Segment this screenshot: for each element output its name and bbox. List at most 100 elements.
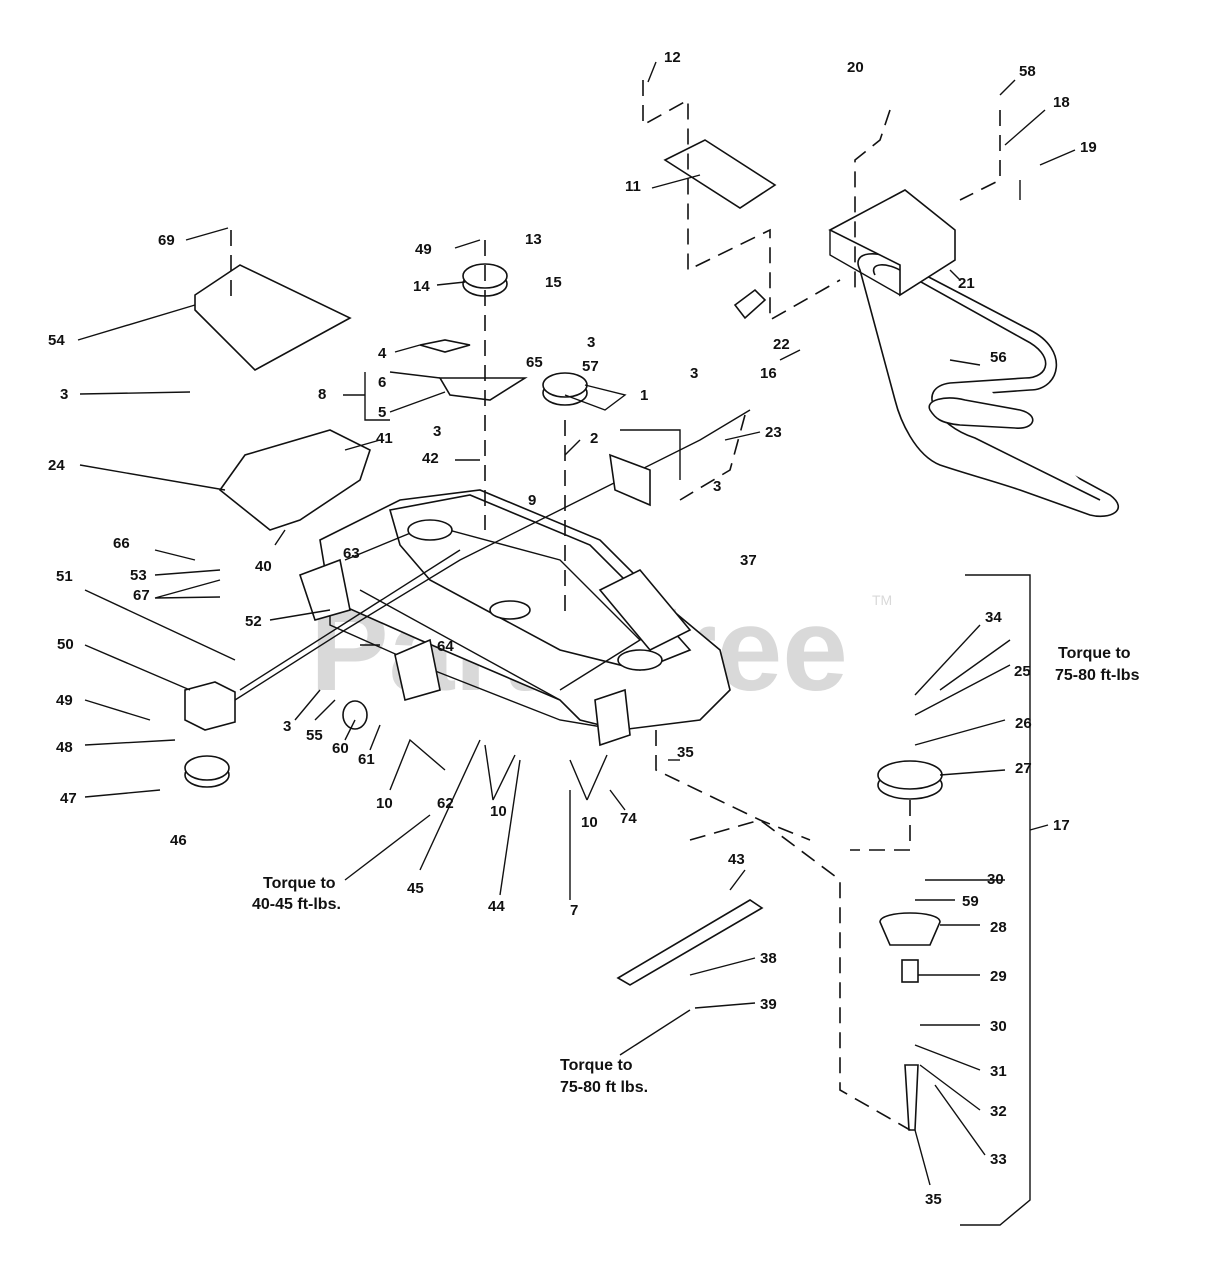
callout-6: 6 (378, 374, 386, 391)
leader-lines (77, 61, 1076, 1186)
callout-23: 23 (765, 424, 782, 441)
callout-10b: 10 (490, 803, 507, 820)
callout-16: 16 (760, 365, 777, 382)
torque-note-40-line2: 40-45 ft-lbs. (252, 896, 341, 913)
callout-62: 62 (437, 795, 454, 812)
torque-note-75a-line2: 75-80 ft-lbs (1055, 667, 1140, 684)
callout-27: 27 (1015, 760, 1032, 777)
callout-42: 42 (422, 450, 439, 467)
callout-74: 74 (620, 810, 637, 827)
callout-64: 64 (437, 638, 454, 655)
callout-8: 8 (318, 386, 326, 403)
callout-32: 32 (990, 1103, 1007, 1120)
callout-1: 1 (640, 387, 648, 404)
callout-9: 9 (528, 492, 536, 509)
spindle-shaft-33 (904, 1064, 919, 1131)
callout-10c: 10 (581, 814, 598, 831)
callout-63: 63 (343, 545, 360, 562)
callout-57: 57 (582, 358, 599, 375)
callout-18: 18 (1053, 94, 1070, 111)
callout-3d: 3 (433, 423, 441, 440)
callout-59: 59 (962, 893, 979, 910)
callout-67: 67 (133, 587, 150, 604)
callout-21: 21 (958, 275, 975, 292)
callout-20: 20 (847, 59, 864, 76)
callout-60: 60 (332, 740, 349, 757)
callout-29: 29 (990, 968, 1007, 985)
idler-arm-16 (733, 288, 767, 320)
callout-65: 65 (526, 354, 543, 371)
callout-44: 44 (488, 898, 505, 915)
callout-49a: 49 (415, 241, 432, 258)
cover-21 (828, 189, 956, 297)
callout-3e: 3 (713, 478, 721, 495)
callout-51: 51 (56, 568, 73, 585)
callout-12: 12 (664, 49, 681, 66)
callout-13: 13 (525, 231, 542, 248)
torque-notes: Torque to 40-45 ft-lbs. Torque to 75-80 … (252, 645, 1140, 1096)
callout-40: 40 (255, 558, 272, 575)
wheel-60 (342, 700, 368, 730)
idler-arm-4 (419, 339, 471, 353)
torque-note-75b-line1: Torque to (560, 1057, 633, 1074)
callout-3a: 3 (587, 334, 595, 351)
callout-41: 41 (376, 430, 393, 447)
callout-49b: 49 (56, 692, 73, 709)
callout-3c: 3 (690, 365, 698, 382)
callout-2: 2 (590, 430, 598, 447)
callout-3b: 3 (60, 386, 68, 403)
callout-35a: 35 (677, 744, 694, 761)
callout-48: 48 (56, 739, 73, 756)
callout-34: 34 (985, 609, 1002, 626)
callout-30b: 30 (990, 1018, 1007, 1035)
callout-30a: 30 (987, 871, 1004, 888)
deflector-24 (218, 429, 371, 531)
callout-56: 56 (990, 349, 1007, 366)
drive-belt (857, 253, 1119, 518)
callout-7: 7 (570, 902, 578, 919)
decal-11 (663, 139, 777, 209)
assembly-lines (230, 80, 1031, 1226)
torque-note-75a-line1: Torque to (1058, 645, 1131, 662)
callout-35b: 35 (925, 1191, 942, 1208)
watermark-trademark: TM (872, 592, 892, 608)
callout-19: 19 (1080, 139, 1097, 156)
callout-28: 28 (990, 919, 1007, 936)
blade-43 (616, 899, 764, 986)
callout-33: 33 (990, 1151, 1007, 1168)
callout-4: 4 (378, 345, 387, 362)
callout-14: 14 (413, 278, 430, 295)
bracket-37 (609, 453, 651, 507)
callout-11: 11 (625, 178, 641, 195)
callout-labels: 12 20 58 18 19 11 21 69 49 13 14 15 54 4… (48, 49, 1097, 1208)
torque-note-40-line1: Torque to (263, 875, 336, 892)
callout-66: 66 (113, 535, 130, 552)
callout-61: 61 (358, 751, 375, 768)
callout-22: 22 (773, 336, 790, 353)
callout-17: 17 (1053, 817, 1070, 834)
idler-bracket-6 (438, 377, 528, 401)
bearing-29 (901, 959, 919, 983)
callout-55: 55 (306, 727, 323, 744)
callout-50: 50 (57, 636, 74, 653)
spindle-housing-28 (879, 912, 941, 946)
callout-3f: 3 (283, 718, 291, 735)
callout-58: 58 (1019, 63, 1036, 80)
mower-deck (298, 489, 731, 747)
deflector-54 (194, 264, 352, 371)
callout-45: 45 (407, 880, 424, 897)
callout-24: 24 (48, 457, 65, 474)
callout-43: 43 (728, 851, 745, 868)
callout-46: 46 (170, 832, 187, 849)
torque-note-75b-line2: 75-80 ft lbs. (560, 1079, 648, 1096)
callout-31: 31 (990, 1063, 1007, 1080)
callout-52: 52 (245, 613, 262, 630)
callout-10a: 10 (376, 795, 393, 812)
callout-25: 25 (1014, 663, 1031, 680)
callout-5: 5 (378, 404, 386, 421)
callout-26: 26 (1015, 715, 1032, 732)
callout-38: 38 (760, 950, 777, 967)
callout-54: 54 (48, 332, 65, 349)
